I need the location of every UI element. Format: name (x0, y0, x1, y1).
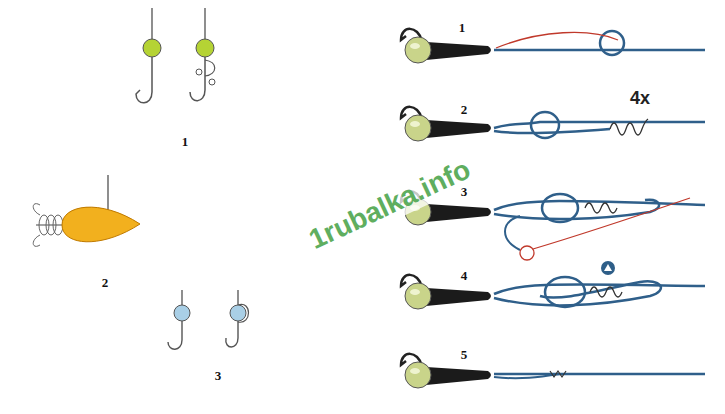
pull-mark (601, 261, 615, 275)
fishing-line (505, 216, 520, 250)
pull-mark-arrow (604, 264, 612, 271)
line-loop (600, 31, 624, 55)
jig-head (174, 305, 190, 321)
jig-pair (168, 290, 249, 349)
line-loop (542, 194, 578, 222)
fishing-line (181, 290, 182, 305)
step-number: 1 (459, 21, 466, 35)
fishing-line (494, 284, 705, 294)
fishing-line (204, 8, 205, 40)
jig-body (62, 207, 140, 242)
wraps (585, 203, 617, 213)
knot-step (401, 107, 705, 141)
wraps (590, 287, 622, 297)
fishing-line (494, 122, 705, 128)
hook (226, 321, 238, 347)
tag-end (496, 32, 618, 48)
step-number: 5 (461, 348, 468, 362)
watermark: 1rubalka.info (302, 153, 478, 257)
wraps (610, 119, 648, 135)
jig-head (143, 39, 161, 57)
step-number: 2 (461, 103, 468, 117)
jig (401, 107, 491, 141)
fishing-line (494, 374, 560, 378)
callout-number: 3 (215, 369, 222, 383)
knot-step (401, 29, 705, 63)
jig (401, 275, 491, 309)
hook (136, 57, 152, 103)
line-loop (205, 60, 215, 76)
fishing-line (494, 129, 610, 133)
knot-step (401, 354, 705, 388)
hook (33, 204, 40, 215)
teardrop-jig (33, 175, 140, 246)
callout-number: 1 (182, 135, 189, 149)
jig (401, 354, 491, 388)
jig-head (230, 305, 246, 321)
fishing-line (494, 281, 661, 305)
fishing-line (151, 8, 152, 40)
wrap-count: 4x (630, 89, 650, 109)
wraps (550, 371, 566, 377)
jig-head (196, 39, 214, 57)
hook (33, 235, 40, 246)
callout-number: 2 (102, 276, 109, 290)
bead (209, 79, 215, 85)
knot-step (401, 261, 705, 309)
fishing-line (494, 201, 705, 210)
fishing-line (494, 49, 705, 52)
tag-end (533, 198, 690, 249)
hook (190, 57, 205, 101)
line-loop (545, 277, 585, 307)
fishing-line (237, 290, 238, 305)
pass-mark (520, 246, 534, 260)
fishing-line (494, 373, 705, 376)
jig (401, 29, 491, 63)
bead (196, 69, 202, 75)
jig-pair (136, 8, 215, 103)
hook (168, 321, 182, 349)
knot-step (401, 191, 705, 260)
step-number: 4 (461, 269, 468, 283)
